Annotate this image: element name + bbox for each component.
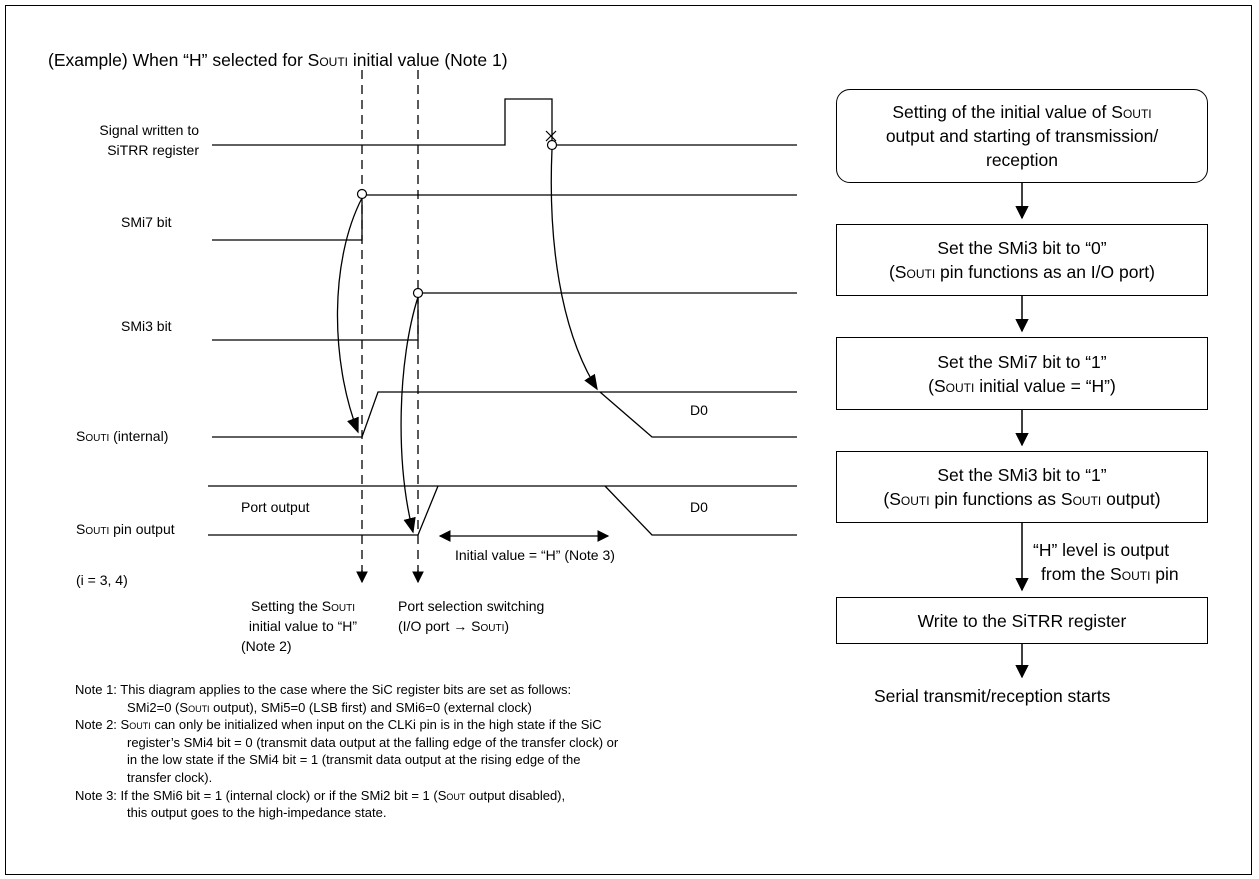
label-i-range: (i = 3, 4) [76,572,128,588]
label-souti-internal: Souti (internal) [76,428,169,444]
label-port-output: Port output [241,499,310,515]
sitrr-waveform [212,98,797,146]
label-smi7: SMi7 bit [121,214,172,230]
label-smi3: SMi3 bit [121,318,172,334]
souti-internal-d0-edge [599,391,797,438]
trigger-circle-smi7 [356,188,368,200]
smi7-waveform [212,194,797,241]
smi3-waveform [212,292,797,341]
arrow-sitrr-to-d0 [550,148,598,391]
figure-frame [5,5,1252,875]
flow-step-smi7-one: Set the SMi7 bit to “1” (Souti initial v… [836,337,1208,410]
souti-pin-d0-edge [604,485,797,536]
label-initial-value: Initial value = “H” (Note 3) [455,547,615,563]
trigger-circle-smi3 [412,287,424,299]
souti-internal-waveform-low [212,391,797,438]
flow-step-smi3-one: Set the SMi3 bit to “1” (Souti pin funct… [836,451,1208,523]
label-d0-pin: D0 [690,499,708,515]
note-2: Note 2: Souti can only be initialized wh… [75,717,602,733]
figure-title: (Example) When “H” selected for Souti in… [48,50,508,70]
annotation-setting-souti: Setting the Souti initial value to “H” (… [241,598,358,654]
note-3: Note 3: If the SMi6 bit = 1 (internal cl… [75,787,566,803]
flow-arrow-note: “H” level is output from the Souti pin [1033,540,1179,584]
notes-block: Note 1: This diagram applies to the case… [75,682,619,821]
flow-end-text: Serial transmit/reception starts [874,686,1111,706]
arrow-smi3-to-pin [400,296,419,534]
label-souti-pin: Souti pin output [76,521,175,537]
flow-step-smi3-zero: Set the SMi3 bit to “0” (Souti pin funct… [836,224,1208,296]
note-1: Note 1: This diagram applies to the case… [75,682,572,697]
arrow-smi7-to-souti [336,197,363,434]
flow-start-box: Setting of the initial value of Souti ou… [836,89,1208,183]
annotation-port-selection: Port selection switching (I/O port → Sou… [398,598,545,634]
flow-step-write-sitrr: Write to the SiTRR register [836,597,1208,644]
label-d0-internal: D0 [690,402,708,418]
trigger-circle-sitrr [546,139,558,151]
